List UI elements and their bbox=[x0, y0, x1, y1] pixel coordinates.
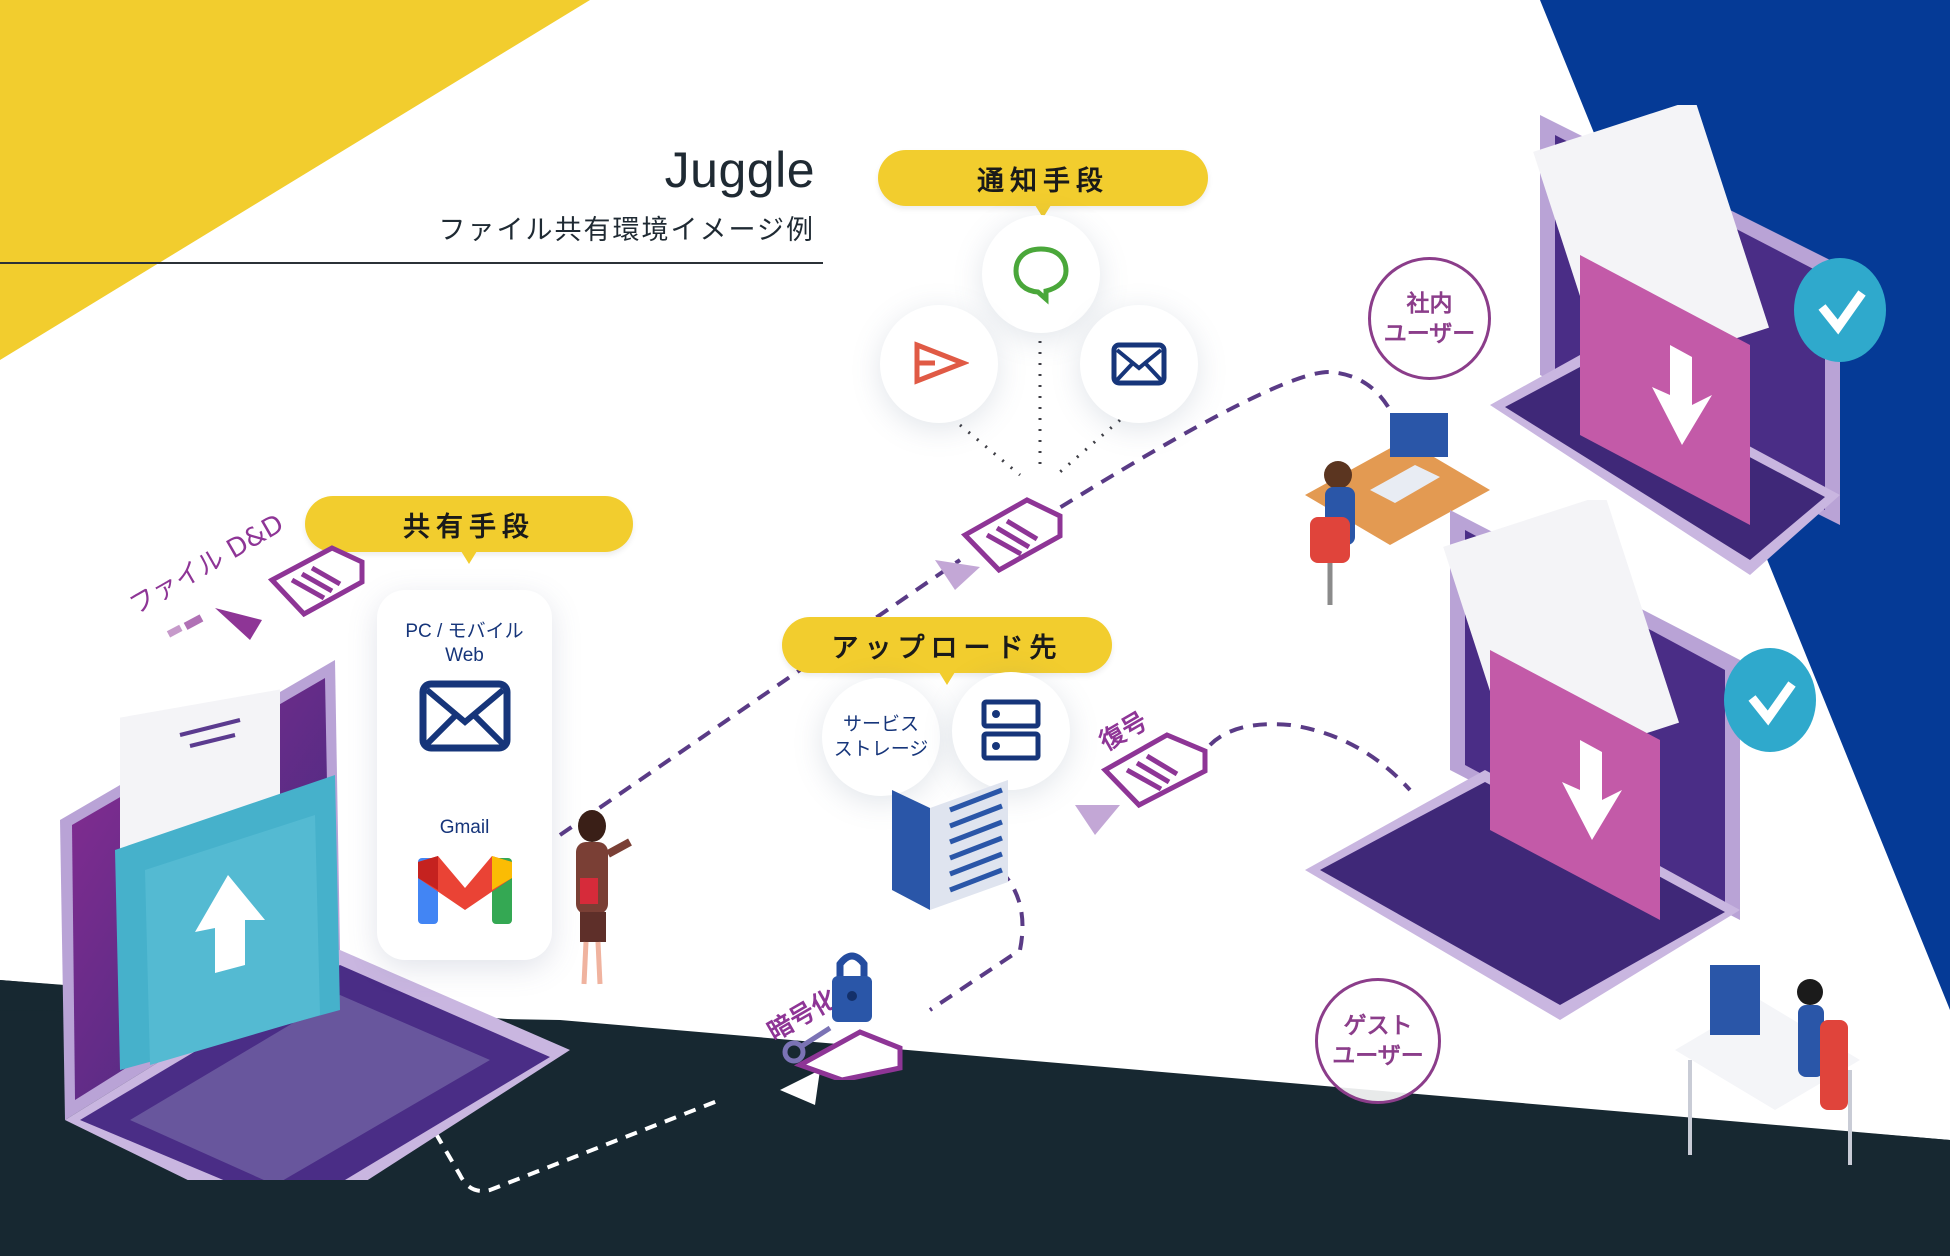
chat-notification-bubble bbox=[982, 215, 1100, 333]
server-icon bbox=[981, 699, 1041, 761]
sharing-method-label: 共有手段 bbox=[305, 496, 633, 564]
storage-label-line1: サービス bbox=[842, 713, 919, 735]
sender-laptop-illustration bbox=[60, 660, 570, 1180]
mail-icon bbox=[1111, 342, 1167, 386]
internal-user-badge: 社内 ユーザー bbox=[1368, 257, 1491, 380]
notification-method-label: 通知手段 bbox=[878, 150, 1208, 218]
notification-file-icon bbox=[960, 497, 1063, 574]
sharing-item-pc-mobile-label: PC / モバイル bbox=[405, 621, 524, 642]
internal-user-laptop-illustration bbox=[1490, 105, 1886, 575]
mail-notification-bubble bbox=[1080, 305, 1198, 423]
guest-user-laptop-illustration bbox=[1305, 500, 1816, 1020]
storage-label-line2: ストレージ bbox=[833, 738, 929, 760]
title-divider bbox=[0, 262, 823, 264]
file-document-icon bbox=[267, 545, 365, 618]
server-bubble bbox=[952, 672, 1070, 790]
sharing-item-web-label: Web bbox=[445, 645, 484, 666]
sharing-item-gmail-label: Gmail bbox=[439, 817, 490, 838]
gmail-icon bbox=[418, 856, 512, 924]
send-notification-bubble bbox=[880, 305, 998, 423]
page-title: Juggle bbox=[664, 142, 815, 198]
guest-user-badge: ゲスト ユーザー bbox=[1315, 978, 1441, 1104]
presenter-person-illustration bbox=[576, 810, 632, 985]
decrypted-file-icon bbox=[1100, 732, 1208, 809]
guest-user-at-desk-illustration bbox=[1675, 965, 1860, 1165]
mail-icon bbox=[419, 680, 511, 752]
upload-destination-label: アップロード先 bbox=[782, 617, 1112, 685]
send-arrow-icon bbox=[914, 341, 969, 385]
internal-user-at-desk-illustration bbox=[1305, 413, 1490, 605]
chat-bubble-icon bbox=[1013, 246, 1069, 305]
title-block: Juggle ファイル共有環境イメージ例 bbox=[439, 140, 815, 247]
storage-server-tower-illustration bbox=[892, 780, 1008, 910]
sharing-methods-card: PC / モバイル Web Gmail bbox=[377, 590, 552, 960]
page-subtitle: ファイル共有環境イメージ例 bbox=[438, 215, 815, 246]
service-storage-bubble: サービス ストレージ bbox=[822, 678, 940, 796]
encryption-lock-and-key-icon bbox=[782, 952, 903, 1080]
